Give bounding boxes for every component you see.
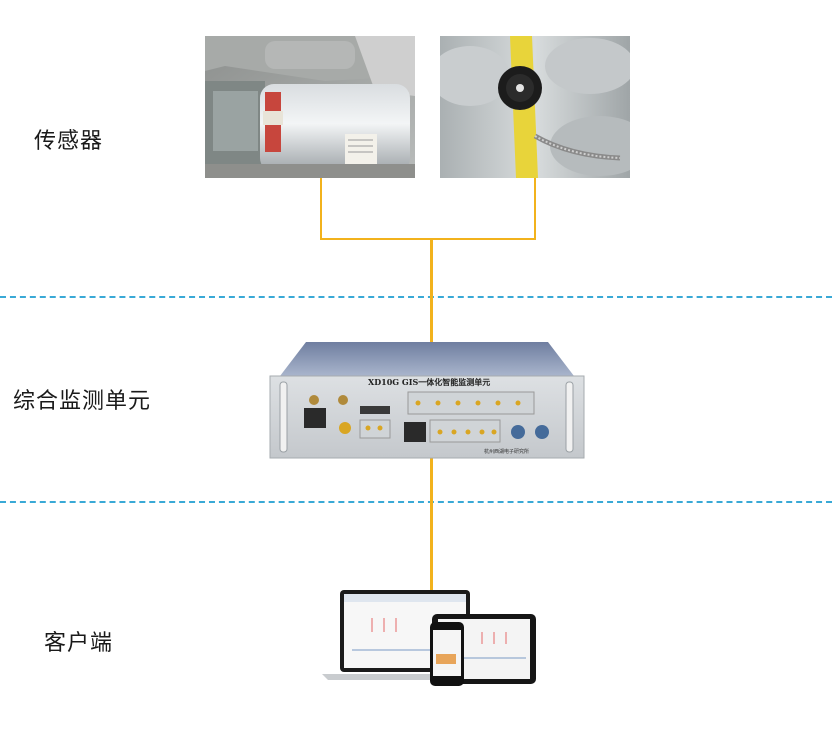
sensor-photo-strap-sensor	[440, 36, 630, 178]
wire-right-sensor-down	[534, 178, 536, 239]
tier-label-client: 客户端	[44, 625, 113, 657]
divider-top	[0, 296, 832, 298]
wire-to-monitor-unit	[430, 238, 433, 350]
tier-label-monitor-unit: 综合监测单元	[13, 383, 151, 415]
monitoring-unit-device: XD10G GIS一体化智能监测单元 杭州西湖电子研究所	[268, 340, 586, 460]
wire-to-client	[430, 458, 433, 592]
tier-label-sensor: 传感器	[34, 123, 103, 155]
sensor-photo-gis-enclosure	[205, 36, 415, 178]
wire-left-sensor-down	[320, 178, 322, 239]
device-manufacturer: 杭州西湖电子研究所	[484, 448, 529, 455]
device-title: XD10G GIS一体化智能监测单元	[368, 377, 508, 388]
divider-bottom	[0, 501, 832, 503]
client-devices	[322, 588, 542, 688]
wire-horizontal-join	[320, 238, 536, 240]
